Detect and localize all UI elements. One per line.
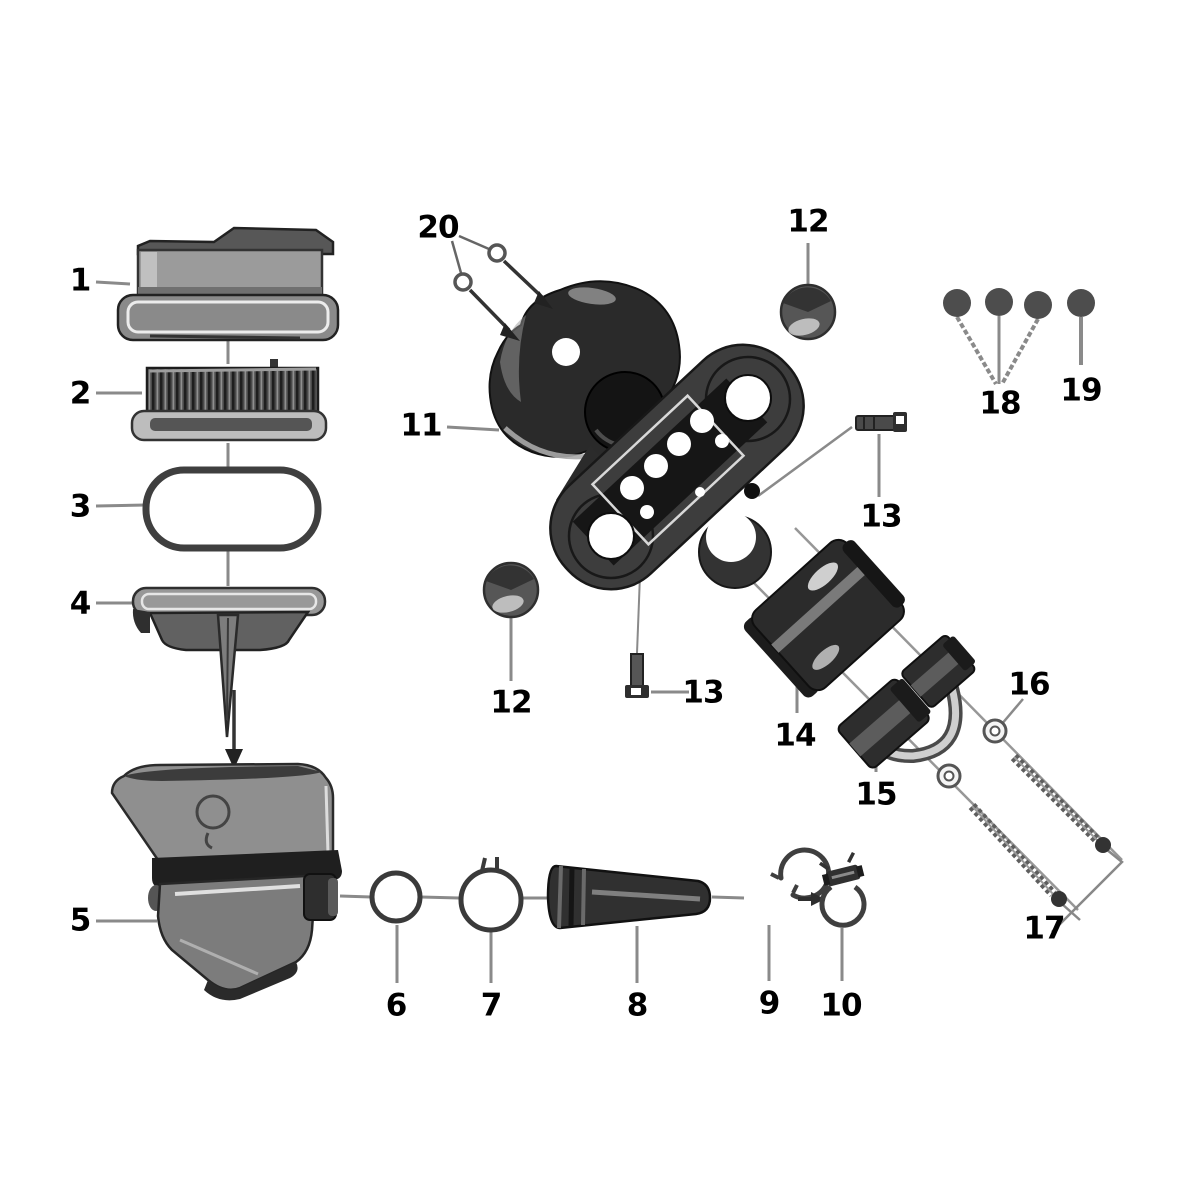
- callout-6: 6: [385, 987, 408, 1024]
- callout-12-middle: 12: [490, 684, 532, 721]
- part-20-screws: [453, 243, 553, 341]
- callout-14: 14: [774, 717, 816, 754]
- part-12-cap-middle: [482, 561, 540, 619]
- part-15-hose-and-clamps: [837, 635, 976, 769]
- callout-8: 8: [626, 987, 649, 1024]
- part-5-air-cleaner-housing: [110, 762, 342, 1001]
- callout-2: 2: [69, 375, 92, 412]
- callout-4: 4: [69, 585, 92, 622]
- part-12-cap-top: [779, 283, 837, 341]
- callout-17: 17: [1023, 910, 1065, 947]
- callout-20: 20: [417, 209, 459, 246]
- callout-18: 18: [979, 385, 1021, 422]
- callout-10: 10: [820, 987, 862, 1024]
- callout-11: 11: [400, 407, 442, 444]
- part-1-air-cleaner-cover: [116, 226, 340, 342]
- part-3-gasket: [142, 466, 322, 552]
- part-13-bolt-middle: [625, 653, 649, 698]
- callout-13-middle: 13: [682, 674, 724, 711]
- hose-clamp-upper: [901, 635, 976, 708]
- hose-clamp-lower: [837, 678, 931, 769]
- part-8-intake-boot: [546, 864, 712, 930]
- assembly-arrow-down: [225, 690, 243, 769]
- assembly-arrow-right: [798, 892, 825, 906]
- callout-3: 3: [69, 488, 92, 525]
- part-16-nuts: [936, 718, 1008, 789]
- part-2-filter-element: [130, 359, 328, 442]
- callout-19: 19: [1060, 372, 1102, 409]
- callout-5: 5: [69, 902, 92, 939]
- part-19-cap: [1067, 289, 1095, 317]
- part-7-snap-ring: [458, 857, 524, 933]
- callout-15: 15: [855, 776, 897, 813]
- callout-9: 9: [758, 985, 781, 1022]
- part-9-c-clip: [770, 847, 832, 901]
- part-11-mounting-bracket: [549, 343, 805, 591]
- part-14-coupling: [743, 538, 905, 698]
- part-13-bolt-right: [855, 412, 907, 432]
- callout-1: 1: [69, 262, 92, 299]
- part-4-base-plate: [131, 586, 327, 738]
- callout-16: 16: [1008, 666, 1050, 703]
- part-10-hose-clamp: [818, 851, 867, 928]
- callout-12-top: 12: [787, 203, 829, 240]
- part-6-o-ring: [369, 870, 423, 924]
- callout-13-right: 13: [860, 498, 902, 535]
- part-18-caps: [943, 288, 1052, 319]
- callout-7: 7: [480, 987, 503, 1024]
- part-11-hole: [552, 338, 580, 366]
- part-17-studs: [968, 753, 1111, 907]
